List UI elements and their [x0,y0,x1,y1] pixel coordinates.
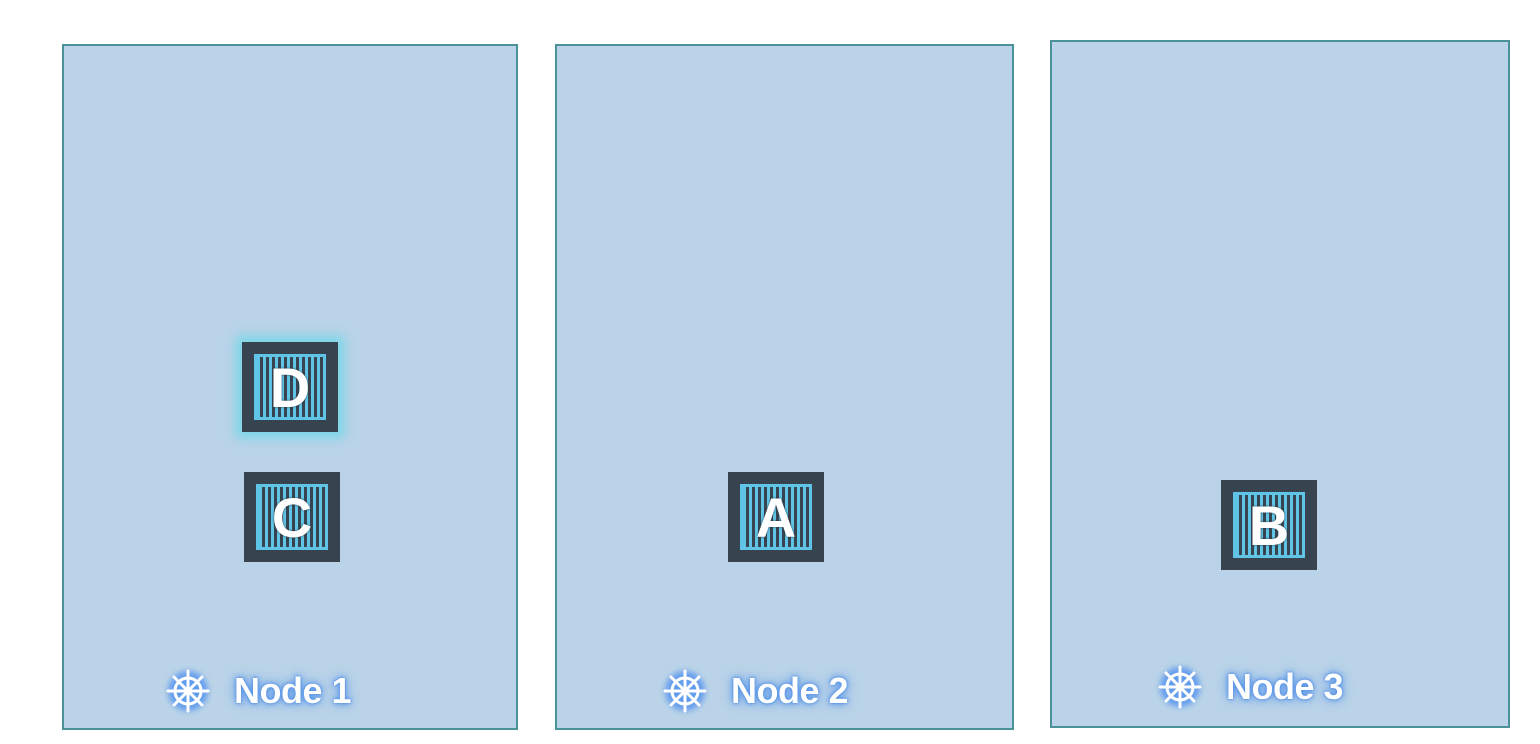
pod-a[interactable]: A [728,472,824,562]
node-label: Node 3 [1154,659,1344,715]
helm-wheel-icon [166,669,210,713]
helm-wheel-icon [1158,665,1202,709]
helm-wheel-icon [663,669,707,713]
pod-c[interactable]: C [244,472,340,562]
node-name: Node 3 [1226,666,1344,707]
node-2-box: A Node 2 [555,44,1014,730]
pod-d[interactable]: D [242,342,338,432]
container-stripes-icon [256,484,328,550]
container-stripes-icon [1233,492,1305,558]
container-stripes-icon [254,354,326,420]
pod-letter: B [1248,493,1290,557]
pod-letter: C [271,485,313,549]
pod-letter: D [269,355,311,419]
node-name: Node 1 [234,670,352,711]
container-stripes-icon [740,484,812,550]
pod-b[interactable]: B [1221,480,1317,570]
pod-letter: A [755,485,797,549]
node-1-box: D C Node 1 [62,44,518,730]
node-name: Node 2 [731,670,849,711]
node-3-box: B Node 3 [1050,40,1510,728]
node-label: Node 2 [659,663,849,719]
node-label: Node 1 [162,663,352,719]
